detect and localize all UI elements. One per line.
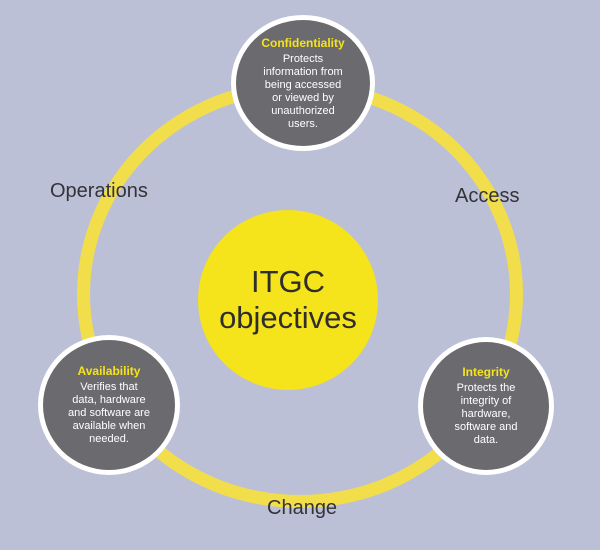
node-availability: Availability Verifies that data, hardwar… bbox=[38, 335, 180, 475]
edge-label-access: Access bbox=[455, 185, 520, 207]
node-confidentiality: Confidentiality Protects information fro… bbox=[231, 15, 375, 151]
center-circle: ITGC objectives bbox=[198, 210, 378, 390]
node-availability-title: Availability bbox=[77, 364, 141, 378]
node-integrity-title: Integrity bbox=[462, 365, 510, 379]
center-title: ITGC objectives bbox=[219, 264, 357, 335]
node-confidentiality-title: Confidentiality bbox=[261, 35, 345, 50]
node-integrity-description: Protects the integrity of hardware, soft… bbox=[454, 382, 518, 446]
node-integrity: Integrity Protects the integrity of hard… bbox=[418, 337, 554, 475]
edge-label-operations: Operations bbox=[50, 180, 148, 202]
edge-label-change: Change bbox=[267, 497, 338, 519]
node-availability-description: Verifies that data, hardware and softwar… bbox=[68, 381, 150, 445]
node-confidentiality-description: Protects information from being accessed… bbox=[263, 52, 343, 130]
